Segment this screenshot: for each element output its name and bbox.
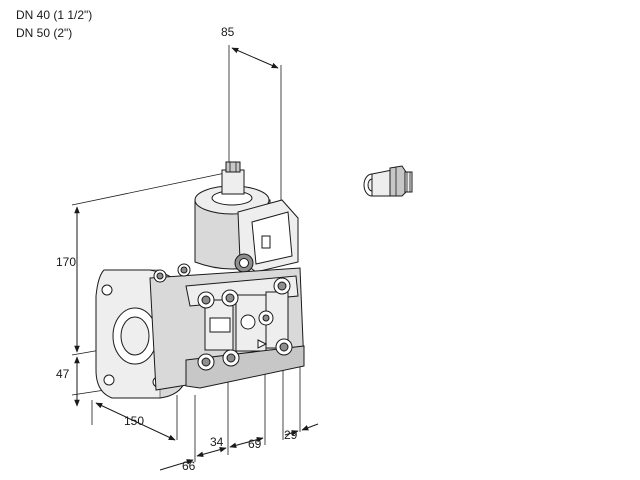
dim-module-c: 29	[284, 428, 298, 442]
dimension-labels: 85 170 47 150 66 34 69 29	[56, 25, 298, 473]
dim-flange-depth: 150	[124, 414, 144, 428]
dim-height: 170	[56, 255, 76, 269]
dim-base-offset: 66	[182, 459, 196, 473]
dim-module-a: 34	[210, 435, 224, 449]
dimension-lines	[74, 47, 319, 471]
dim-top-width: 85	[221, 25, 235, 39]
title-block: DN 40 (1 1/2") DN 50 (2")	[16, 6, 92, 42]
dim-module-b: 69	[248, 437, 262, 451]
bolt-heads	[153, 263, 293, 371]
gas-valve-assembly	[95, 161, 305, 399]
title-line-dn40: DN 40 (1 1/2")	[16, 8, 93, 22]
dim-lower-height: 47	[56, 367, 70, 381]
title-line-dn50: DN 50 (2")	[16, 26, 73, 40]
cable-gland-icon	[363, 165, 413, 197]
